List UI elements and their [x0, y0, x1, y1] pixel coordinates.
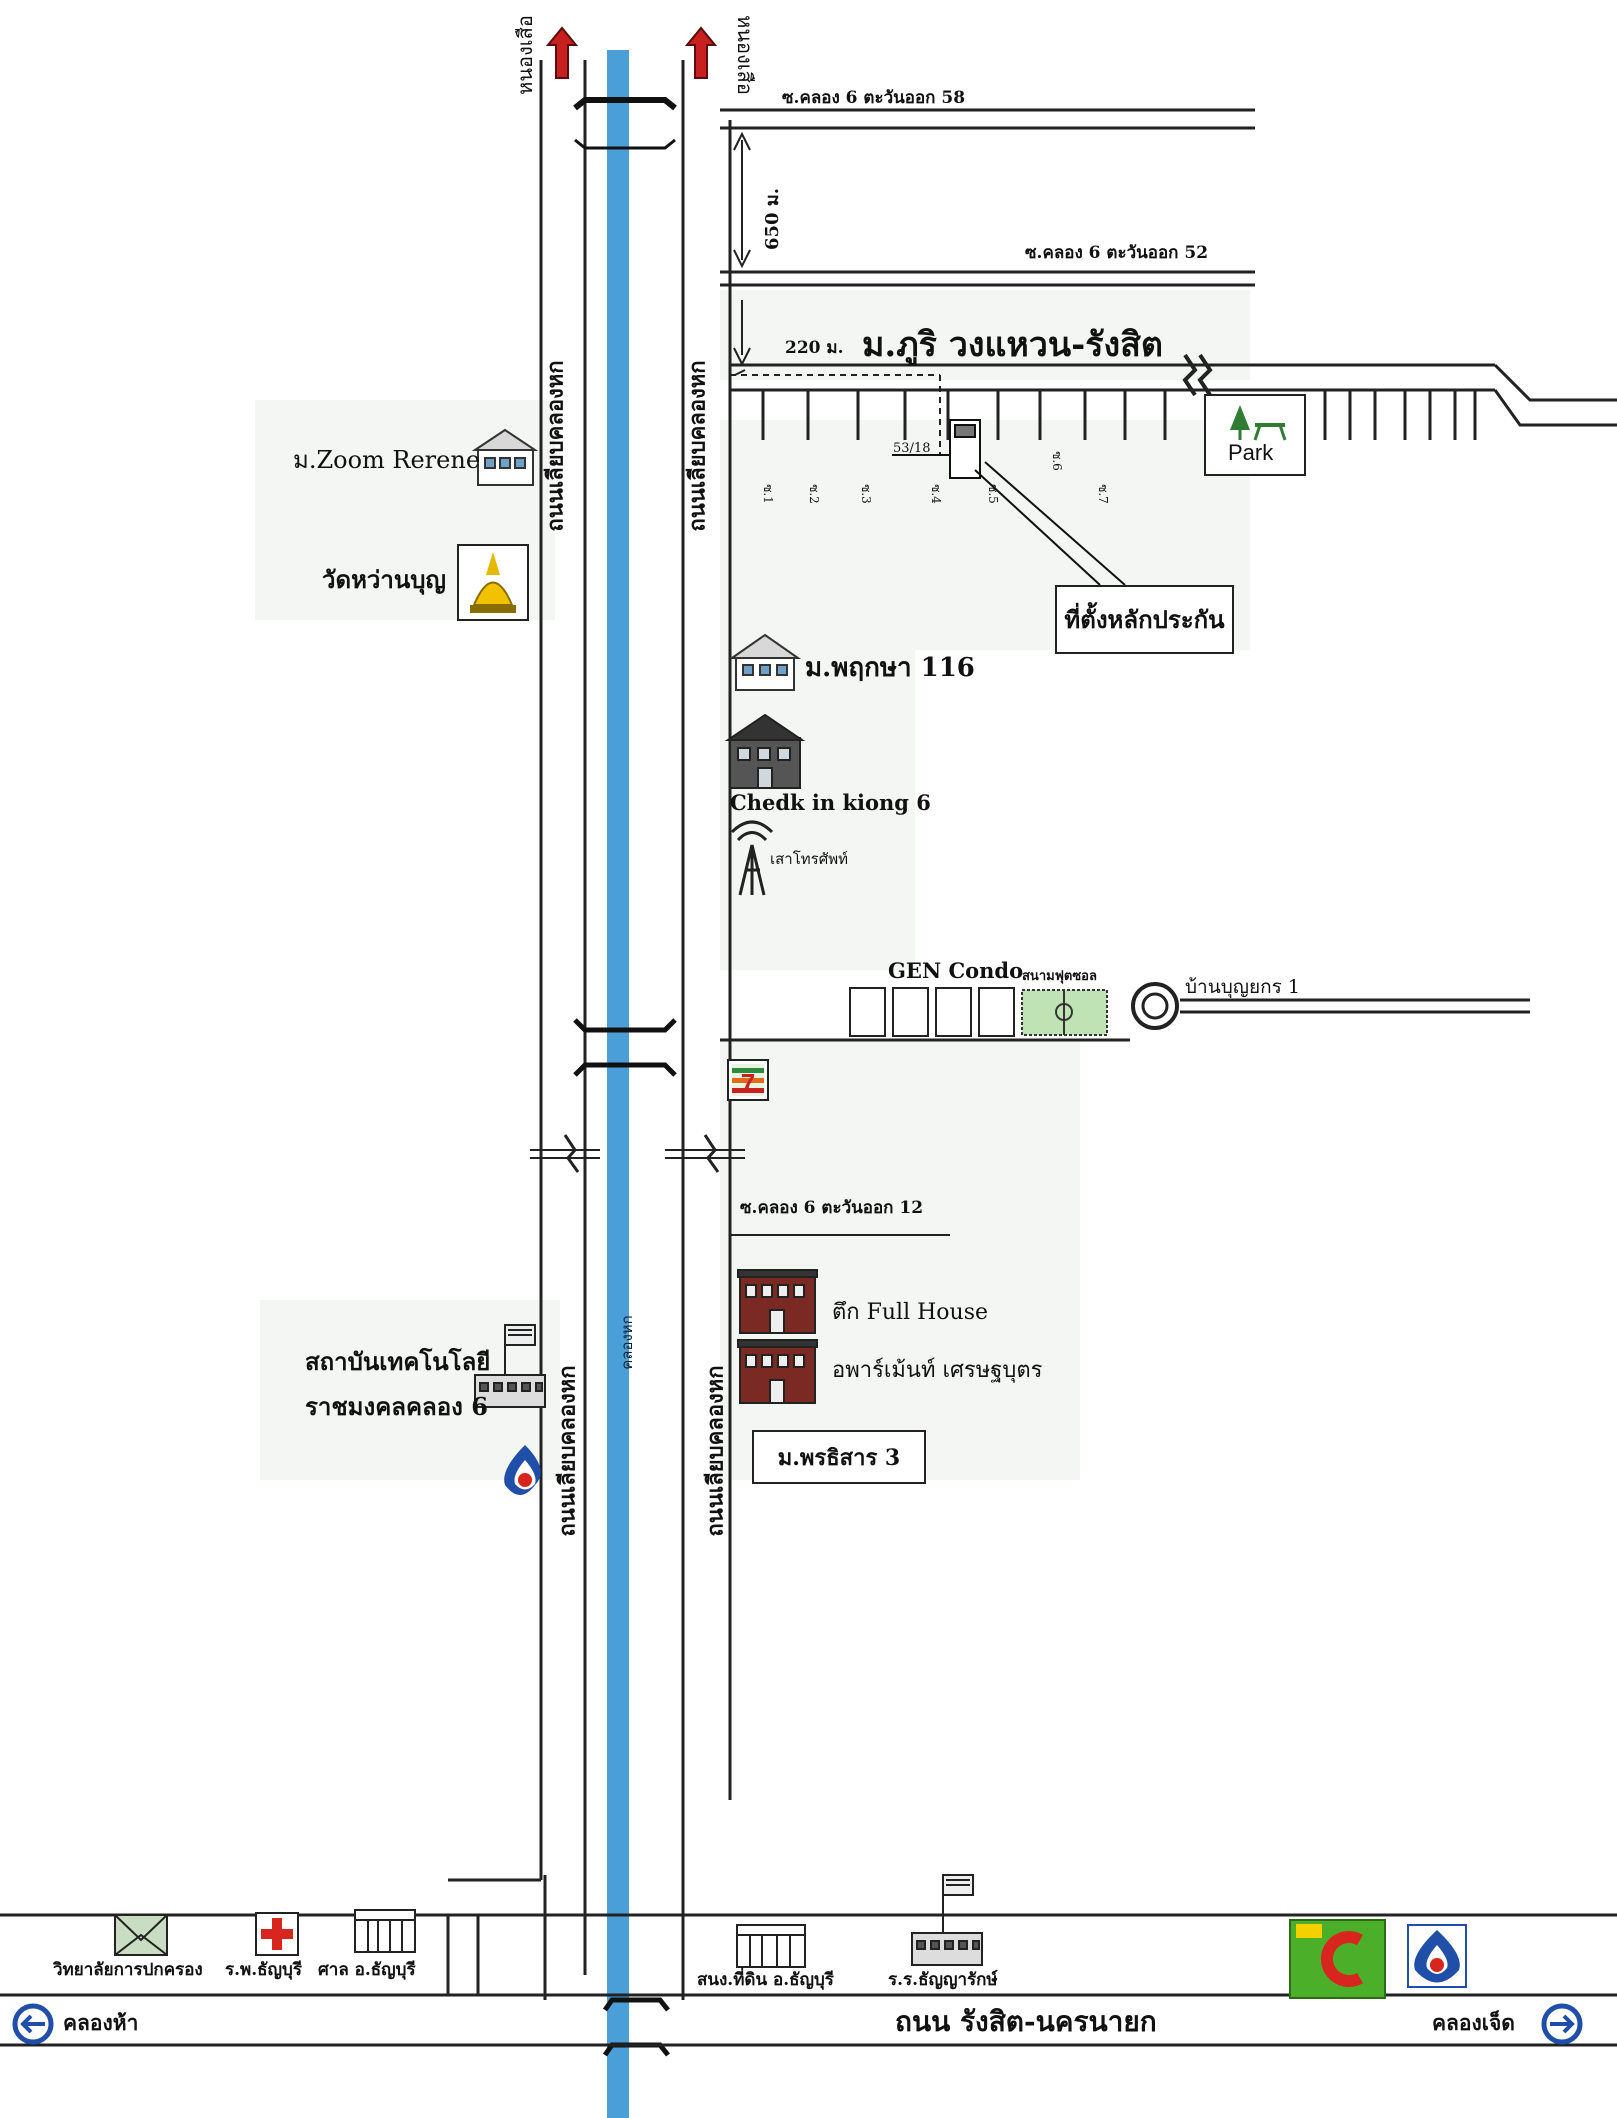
collateral-label: ที่ตั้งหลักประกัน — [1055, 585, 1234, 654]
temple-icon — [457, 544, 529, 621]
soi-12-label: ซ.คลอง 6 ตะวันออก 12 — [740, 1198, 924, 1218]
pruksa-label: ม.พฤกษา 116 — [805, 653, 975, 683]
school-icon-rmutt — [474, 1324, 546, 1408]
big-c-icon — [1289, 1919, 1386, 1999]
school-icon-thanyarak — [911, 1874, 983, 1966]
soi-3-label: ซ.3 — [858, 484, 873, 504]
collateral-label-text: ที่ตั้งหลักประกัน — [1064, 605, 1225, 634]
tower-icon — [730, 820, 774, 896]
soi-4-label: ซ.4 — [928, 484, 943, 504]
ptt-icon-right — [1407, 1924, 1467, 1988]
building-icon-apartment — [737, 1339, 818, 1404]
left-road — [539, 60, 587, 2000]
north-right-label: หนองเสือ — [732, 15, 757, 95]
soi-6-label: ซ.6 — [1049, 451, 1064, 471]
bunyakorn-label: บ้านบุญยกร 1 — [1185, 976, 1300, 998]
building-icon-fullhouse — [737, 1269, 818, 1334]
court-icon — [354, 1909, 416, 1953]
apartment-label: อพาร์เม้นท์ เศรษฐบุตร — [832, 1358, 1043, 1383]
east-direction-label: คลองเจ็ด — [1432, 2010, 1515, 2035]
distance-650-label: 650 ม. — [761, 188, 783, 250]
soi-1-label: ซ.1 — [760, 484, 775, 504]
gen-condo-label: GEN Condo — [888, 958, 1024, 983]
zoom-rerene-label: ม.Zoom Rerene — [293, 446, 481, 474]
rmutt-label-line2: ราชมงคลคลอง 6 — [305, 1392, 488, 1421]
house-icon-zoom — [471, 428, 539, 486]
gen-condo-buildings — [849, 987, 1015, 1037]
soi-5-label: ซ.5 — [985, 484, 1000, 504]
left-road-label-lower: ถนนเลียบคลองหก — [554, 1365, 581, 1537]
bunyakorn-road — [720, 982, 1530, 1042]
direction-arrows — [12, 2003, 1583, 2045]
ptt-icon-left — [504, 1445, 541, 1495]
soi-2-label: ซ.2 — [806, 484, 821, 504]
road-breaks — [530, 1134, 745, 1173]
north-arrows — [545, 26, 718, 79]
school-thanyarak-label: ร.ร.ธัญญารักษ์ — [888, 1970, 998, 1990]
soi-7-label: ซ.7 — [1095, 484, 1110, 504]
land-office-icon — [736, 1924, 806, 1968]
right-road — [681, 60, 732, 2000]
right-road-label-lower: ถนนเลียบคลองหก — [702, 1365, 729, 1537]
west-direction-label: คลองห้า — [63, 2010, 139, 2035]
pornsiri-label-text: ม.พรธิสาร 3 — [777, 1444, 901, 1471]
tower-label: เสาโทรศัพท์ — [770, 850, 849, 868]
college-label: วิทยาลัยการปกครอง — [53, 1960, 203, 1980]
hospital-icon — [255, 1912, 299, 1956]
right-road-label-upper: ถนนเลียบคลองหก — [684, 360, 711, 532]
seven-eleven-icon: 7 — [727, 1059, 769, 1101]
football-field-icon — [1021, 989, 1108, 1036]
distance-220-label: 220 ม. — [785, 338, 844, 358]
pornsiri-label: ม.พรธิสาร 3 — [752, 1430, 926, 1484]
village-name: ม.ภูริ วงแหวน-รังสิต — [862, 325, 1163, 365]
full-house-label: ตึก Full House — [832, 1300, 989, 1325]
rmutt-label-line1: สถาบันเทคโนโลยี — [305, 1347, 491, 1376]
house-icon-pruksa — [728, 633, 802, 691]
distance-650 — [733, 131, 751, 367]
envelope-icon — [114, 1914, 168, 1956]
canal-label: คลองหก — [617, 1315, 636, 1370]
park-label: Park — [1228, 440, 1274, 465]
canal — [607, 50, 629, 2118]
east-sois — [720, 108, 1255, 287]
soi-58-label: ซ.คลอง 6 ตะวันออก 58 — [782, 88, 966, 108]
plot-number-label: 53/18 — [893, 441, 931, 456]
collateral-plot — [892, 419, 1126, 586]
land-office-label: สนง.ที่ดิน อ.ธัญบุรี — [697, 1970, 834, 1990]
park-icon — [1204, 394, 1306, 476]
football-label: สนามฟุตซอล — [1022, 969, 1097, 984]
wat-label: วัดหว่านบุญ — [322, 565, 446, 594]
check-in-label: Chedk in kiong 6 — [730, 790, 931, 815]
main-road-label: ถนน รังสิต-นครนายก — [895, 2005, 1157, 2038]
north-left-label: หนองเสือ — [512, 15, 537, 95]
hospital-label: ร.พ.ธัญบุรี — [225, 1960, 302, 1980]
village-soi-lines — [761, 390, 1477, 440]
soi-52-label: ซ.คลอง 6 ตะวันออก 52 — [1025, 243, 1209, 263]
house-icon-checkin — [724, 713, 806, 789]
svg-text:7: 7 — [741, 1068, 755, 1098]
court-label: ศาล อ.ธัญบุรี — [318, 1960, 416, 1980]
left-road-label-upper: ถนนเลียบคลองหก — [542, 360, 569, 532]
